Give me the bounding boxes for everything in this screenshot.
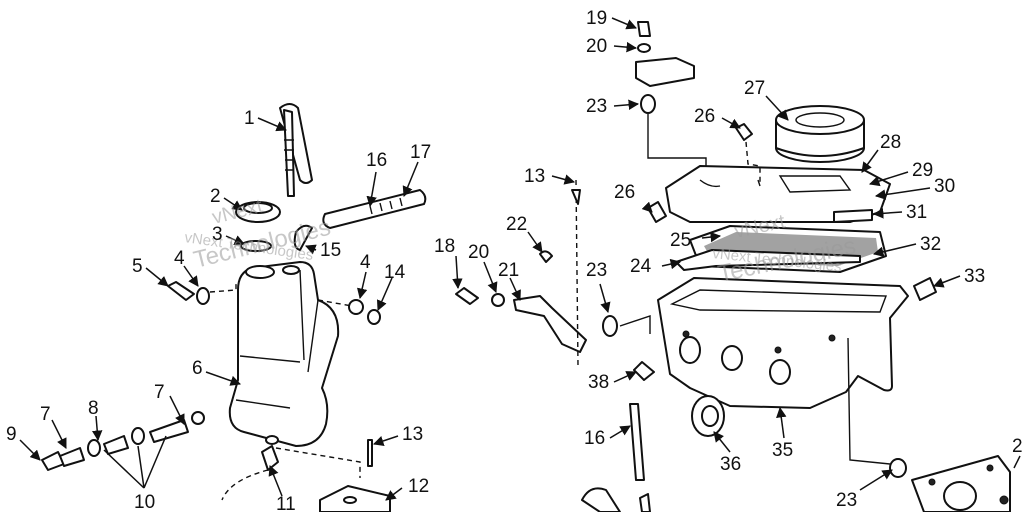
callout-19: 19	[586, 8, 607, 29]
callout-38: 38	[588, 372, 609, 393]
callout-4-right: 4	[360, 252, 371, 273]
mount-bolt-part	[167, 281, 210, 305]
callout-1: 1	[244, 108, 255, 129]
callout-labels: 1 2 3 4 5 15 16 17 4 14 6 9 7 8 7 10 11 …	[6, 8, 1023, 512]
callout-16-upper: 16	[366, 150, 387, 171]
callout-36: 36	[720, 454, 741, 475]
top-fastener-part	[635, 21, 707, 174]
plug-part	[913, 277, 937, 301]
callout-13-lower: 13	[402, 424, 423, 445]
callout-30: 30	[934, 176, 955, 197]
air-filter-part	[775, 105, 865, 163]
callout-7-left: 7	[40, 404, 51, 425]
callout-20-center: 20	[468, 242, 489, 263]
airbox-body-part	[657, 277, 909, 409]
callout-5: 5	[132, 256, 143, 277]
gasket-part	[675, 249, 861, 271]
callout-7-right: 7	[154, 382, 165, 403]
vent-hose-part	[293, 189, 427, 251]
callout-27: 27	[744, 78, 765, 99]
nut-part	[367, 309, 381, 325]
leader-lines	[19, 17, 1021, 501]
callout-4-left: 4	[174, 248, 185, 269]
callout-25: 25	[670, 230, 691, 251]
callout-11: 11	[276, 494, 296, 512]
mount-bracket-assembly	[455, 179, 651, 367]
screw-part	[367, 439, 373, 467]
clip-side-part	[647, 201, 667, 223]
tank-bracket-part	[319, 485, 391, 512]
callout-29: 29	[912, 160, 933, 181]
callout-28: 28	[880, 132, 901, 153]
callout-31: 31	[906, 202, 927, 223]
cap-gasket-part	[240, 240, 272, 252]
callout-6: 6	[192, 358, 203, 379]
hose-elbow-part	[581, 487, 621, 512]
mount-plate-part	[911, 455, 1011, 512]
tube-part	[629, 403, 645, 481]
airbox-assembly	[581, 21, 1011, 512]
callout-15: 15	[320, 240, 341, 261]
callout-32: 32	[920, 234, 941, 255]
callout-24: 24	[630, 256, 652, 277]
callout-35: 35	[772, 440, 793, 461]
callout-21: 21	[498, 260, 519, 281]
callout-12: 12	[408, 476, 429, 497]
callout-17: 17	[410, 142, 431, 163]
oil-line-part	[41, 411, 205, 471]
callout-10: 10	[134, 492, 155, 512]
washer-part	[348, 299, 364, 315]
callout-22: 22	[506, 214, 527, 235]
callout-20-top: 20	[586, 36, 607, 57]
drain-fitting-part	[261, 435, 279, 471]
callout-13-upper: 13	[524, 166, 545, 187]
callout-33: 33	[964, 266, 985, 287]
grommet-part	[602, 315, 651, 337]
callout-26-upper: 26	[694, 106, 715, 127]
callout-23-center: 23	[586, 260, 607, 281]
drain-grommet-part	[691, 395, 725, 437]
tank-cap-part	[235, 201, 281, 223]
callout-26-lower: 26	[614, 182, 635, 203]
callout-23-top: 23	[586, 96, 607, 117]
oil-tank-body-part	[228, 261, 340, 447]
grommet-lower-part	[889, 458, 907, 478]
fitting-part	[633, 361, 655, 381]
callout-9: 9	[6, 424, 17, 445]
dipstick-part	[279, 103, 313, 197]
oil-tank-assembly	[41, 103, 427, 512]
callout-14: 14	[384, 262, 406, 283]
callout-2: 2	[210, 186, 221, 207]
callout-16-lower: 16	[584, 428, 605, 449]
callout-2-edge: 2	[1012, 436, 1023, 457]
callout-18: 18	[434, 236, 455, 257]
callout-3: 3	[212, 224, 223, 245]
callout-23-lower: 23	[836, 490, 857, 511]
callout-8: 8	[88, 398, 99, 419]
clamp-part	[639, 493, 651, 512]
